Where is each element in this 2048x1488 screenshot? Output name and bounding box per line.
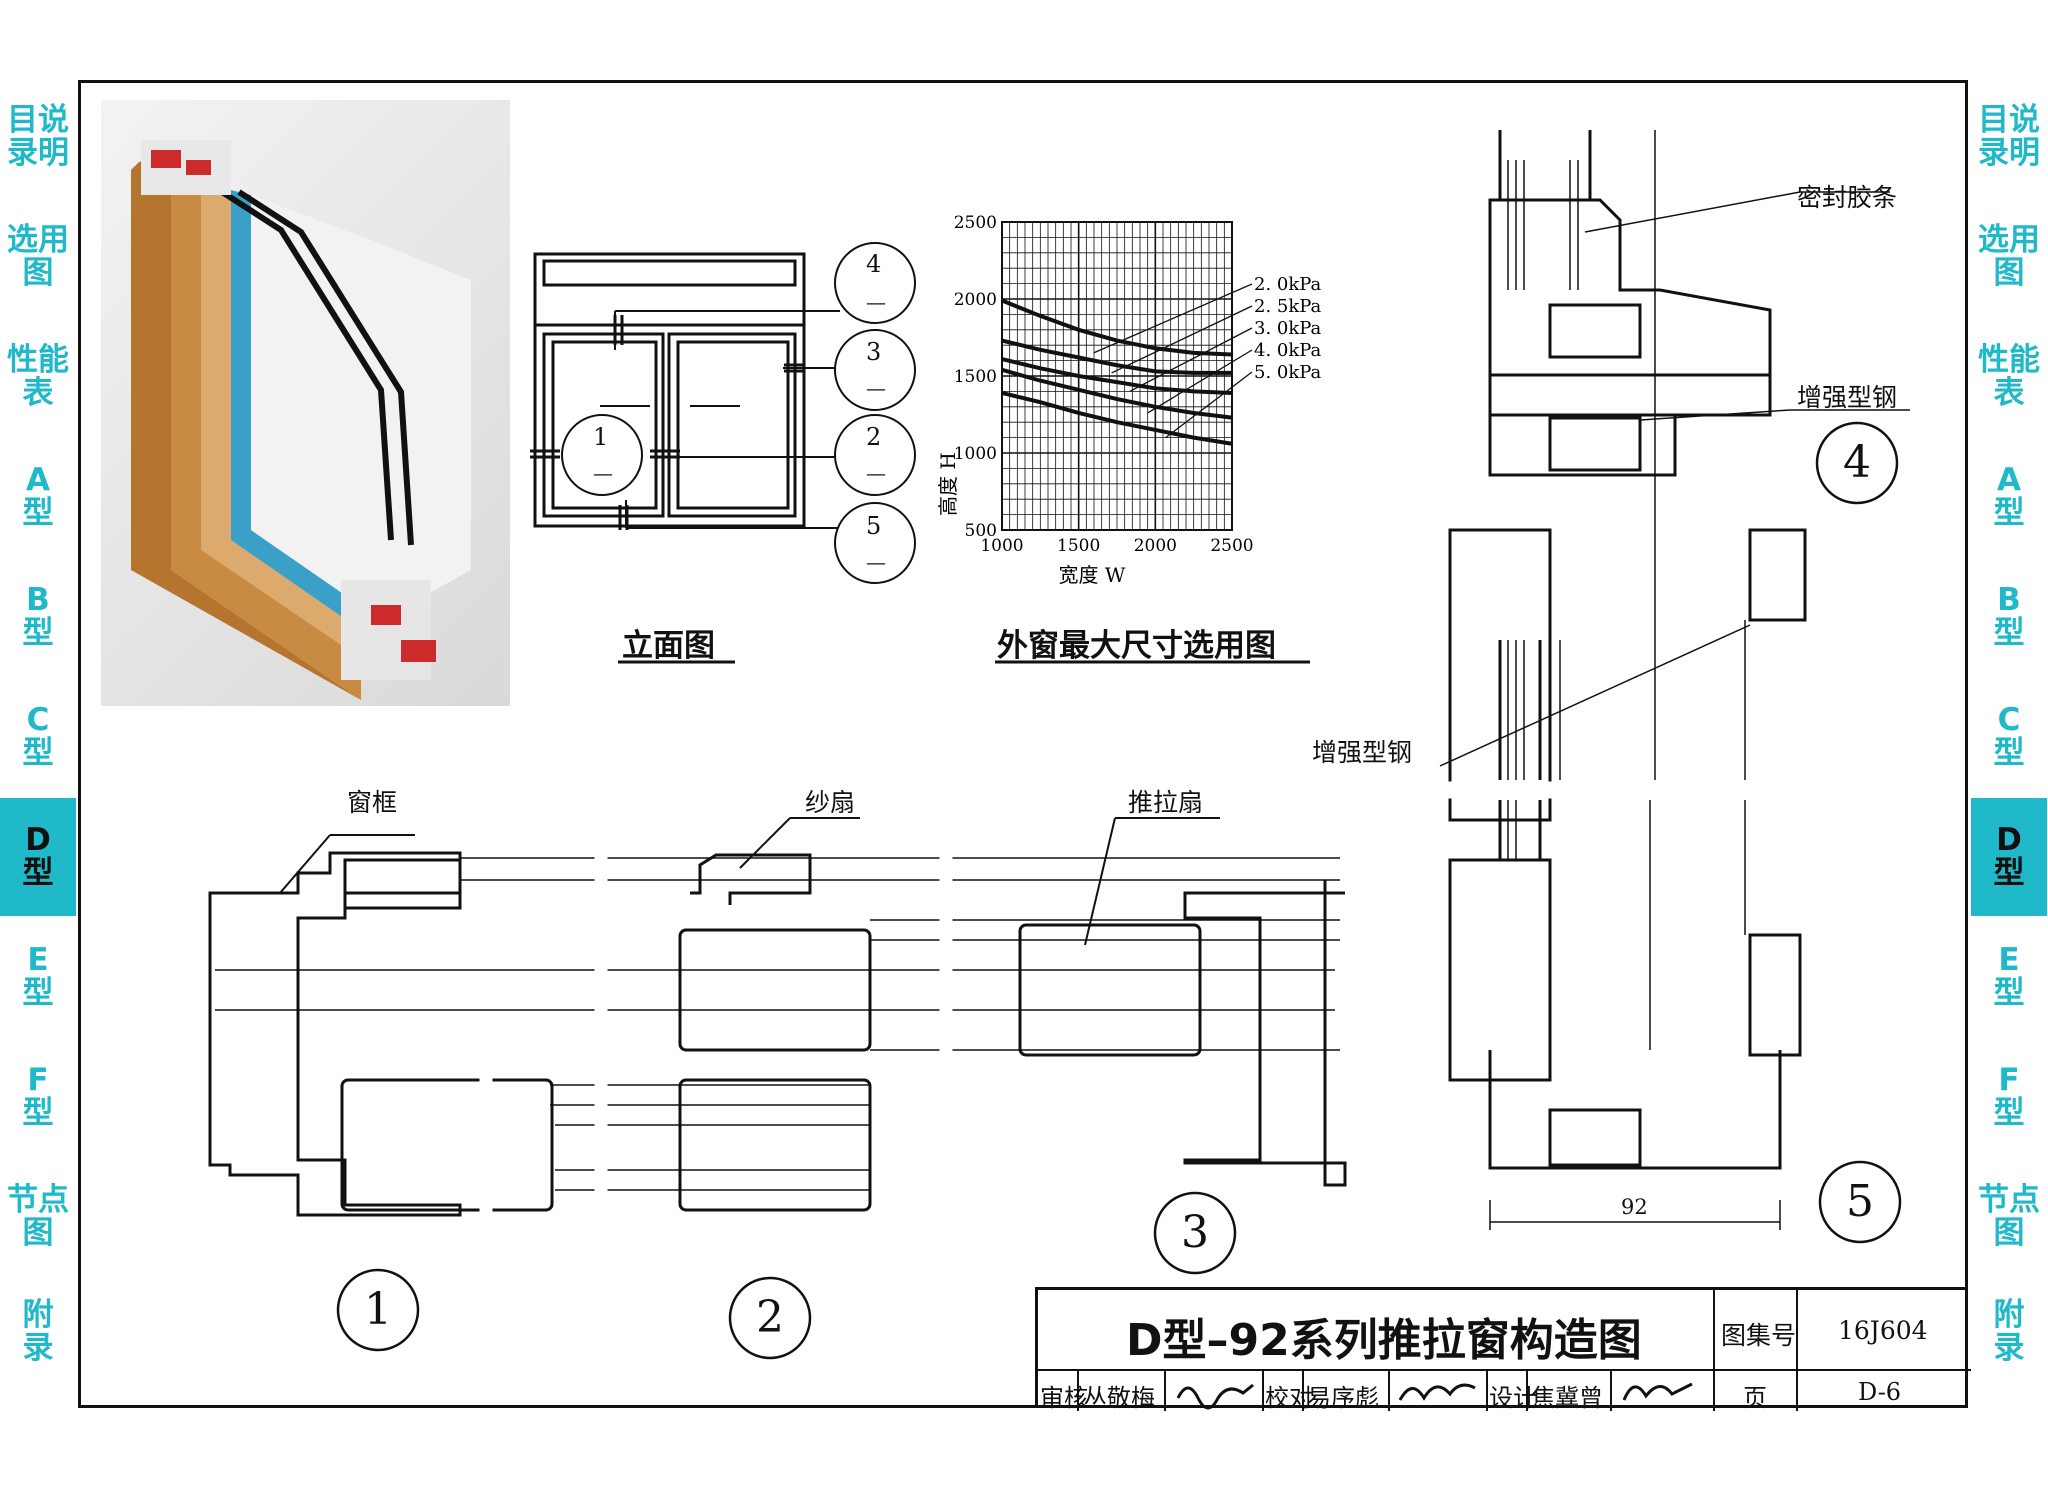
left-tab-5[interactable]: C 型	[0, 678, 76, 798]
detail-1-number: 1	[364, 1284, 392, 1335]
left-tab-label: C 型	[22, 702, 54, 771]
left-tab-label: F 型	[22, 1062, 54, 1131]
frame-label: 窗框	[347, 788, 398, 817]
page-label: 页	[1743, 1384, 1767, 1412]
detail-5-number: 5	[1846, 1176, 1874, 1227]
right-tab-7[interactable]: E 型	[1971, 918, 2047, 1038]
left-tab-8[interactable]: F 型	[0, 1038, 76, 1158]
elevation-caption: 立面图	[622, 628, 715, 664]
left-tab-10[interactable]: 附 录	[0, 1278, 76, 1388]
callout-4-dash: —	[866, 290, 886, 314]
design-label: 设计	[1489, 1384, 1537, 1412]
right-tab-label: 选用 图	[1978, 222, 2040, 291]
left-tab-9[interactable]: 节点 图	[0, 1158, 76, 1278]
right-tab-label: 性能 表	[1978, 342, 2040, 411]
right-tab-10[interactable]: 附 录	[1971, 1278, 2047, 1388]
left-tab-label: B 型	[22, 582, 54, 651]
reinforcing-steel-label-mid: 增强型钢	[1312, 738, 1413, 767]
left-tab-label: 节点 图	[7, 1182, 69, 1251]
callout-1-number: 1	[593, 423, 609, 451]
left-tab-0[interactable]: 目说 录明	[0, 78, 76, 198]
title-block: D型–92系列推拉窗构造图 图集号 16J604 审核 丛敬梅 校对 易序彪 设…	[1035, 1287, 1971, 1412]
reviewer-name: 丛敬梅	[1083, 1384, 1155, 1412]
drawing-frame	[78, 80, 1968, 1408]
right-tab-label: 节点 图	[1978, 1182, 2040, 1251]
callout-2-number: 2	[866, 423, 882, 451]
checker-name: 易序彪	[1307, 1384, 1379, 1412]
width-dimension: 92	[1621, 1195, 1648, 1219]
atlas-number: 16J604	[1838, 1316, 1928, 1345]
callout-3-number: 3	[866, 338, 882, 366]
right-tab-label: C 型	[1993, 702, 2025, 771]
drawing-title: D型–92系列推拉窗构造图	[1126, 1315, 1642, 1366]
right-tab-5[interactable]: C 型	[1971, 678, 2047, 798]
reinforcing-steel-label-top: 增强型钢	[1797, 383, 1898, 412]
left-tab-label: 选用 图	[7, 222, 69, 291]
callout-5-number: 5	[866, 512, 882, 540]
callout-3-dash: —	[866, 376, 886, 400]
page-number: D-6	[1858, 1378, 1902, 1406]
signature-marks	[1176, 1382, 1693, 1410]
callout-5-dash: —	[866, 550, 886, 574]
detail-4-number: 4	[1843, 437, 1871, 488]
left-tab-1[interactable]: 选用 图	[0, 198, 76, 318]
screen-sash-label: 纱扇	[805, 788, 856, 817]
left-tab-label: A 型	[22, 462, 54, 531]
right-tab-0[interactable]: 目说 录明	[1971, 78, 2047, 198]
title-block-grid	[1038, 1290, 1971, 1411]
left-tab-2[interactable]: 性能 表	[0, 318, 76, 438]
left-tab-label: E 型	[22, 942, 54, 1011]
seal-strip-label: 密封胶条	[1797, 183, 1898, 212]
check-label: 校对	[1265, 1384, 1313, 1412]
size-chart-caption: 外窗最大尺寸选用图	[997, 628, 1276, 664]
callout-1-dash: —	[593, 461, 613, 485]
profile-photo-illustration	[131, 140, 471, 700]
atlas-number-label: 图集号	[1721, 1321, 1797, 1350]
review-label: 审核	[1040, 1384, 1088, 1412]
left-tab-label: 附 录	[22, 1297, 54, 1366]
window-profile-photo	[101, 100, 510, 706]
right-tab-label: 目说 录明	[1978, 102, 2040, 171]
left-tab-label: 目说 录明	[7, 102, 69, 171]
left-tab-label: 性能 表	[7, 342, 69, 411]
detail-3-number: 3	[1181, 1207, 1209, 1258]
right-tab-label: B 型	[1993, 582, 2025, 651]
left-tab-4[interactable]: B 型	[0, 558, 76, 678]
right-tab-2[interactable]: 性能 表	[1971, 318, 2047, 438]
left-tab-6[interactable]: D 型	[0, 798, 76, 918]
detail-2-number: 2	[756, 1292, 784, 1343]
left-tab-label: D 型	[22, 822, 54, 891]
left-tab-3[interactable]: A 型	[0, 438, 76, 558]
right-tab-9[interactable]: 节点 图	[1971, 1158, 2047, 1278]
right-tab-label: D 型	[1993, 822, 2025, 891]
sliding-sash-label: 推拉扇	[1128, 788, 1204, 817]
right-tab-label: A 型	[1993, 462, 2025, 531]
right-tab-6[interactable]: D 型	[1971, 798, 2047, 918]
right-tab-label: E 型	[1993, 942, 2025, 1011]
right-tab-label: 附 录	[1993, 1297, 2025, 1366]
designer-name: 焦冀曾	[1531, 1384, 1603, 1412]
callout-4-number: 4	[866, 250, 882, 278]
right-tab-4[interactable]: B 型	[1971, 558, 2047, 678]
left-tab-7[interactable]: E 型	[0, 918, 76, 1038]
right-tab-label: F 型	[1993, 1062, 2025, 1131]
right-tab-1[interactable]: 选用 图	[1971, 198, 2047, 318]
callout-2-dash: —	[866, 461, 886, 485]
right-tab-8[interactable]: F 型	[1971, 1038, 2047, 1158]
right-tab-3[interactable]: A 型	[1971, 438, 2047, 558]
